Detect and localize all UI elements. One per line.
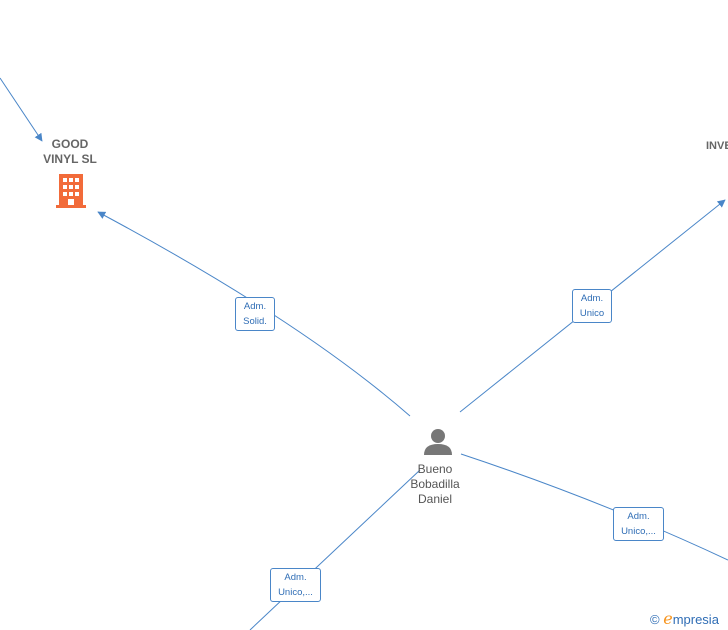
node-label-line: INVE [706,140,728,152]
building-icon[interactable] [56,174,86,208]
edge-label-line: Unico,... [621,526,656,537]
brand-logo-initial: e [663,609,673,628]
node-label-line: Daniel [417,492,453,506]
node-label-line: Bobadilla [410,477,460,491]
person-icon[interactable] [424,429,452,455]
node-label-line: Bueno [417,462,453,476]
node-label-line: VINYL SL [43,152,97,166]
edge-label-adm-unico-bottom[interactable]: Adm. Unico,... [270,568,321,602]
edge-label-line: Unico,... [278,587,313,598]
brand-logo-text: mpresia [672,612,719,627]
empresia-watermark: © empresia [650,609,719,628]
edge-label-line: Adm. [580,293,604,304]
edge-label-adm-unico[interactable]: Adm. Unico [572,289,612,323]
edge-incoming-good-vinyl[interactable] [0,77,43,142]
edge-label-adm-unico-right[interactable]: Adm. Unico,... [613,507,664,541]
edge-person-to-bottom-left[interactable] [249,469,421,630]
edge-person-to-good-vinyl[interactable] [97,211,411,417]
node-label-inve[interactable]: INVE [706,139,728,154]
edge-label-line: Unico [579,308,605,319]
copyright-symbol: © [650,612,660,627]
edge-label-line: Adm. [627,511,650,522]
edge-label-adm-solid[interactable]: Adm. Solid. [235,297,275,331]
node-label-line: GOOD [51,137,89,151]
node-label-person[interactable]: Bueno Bobadilla Daniel [395,462,475,507]
edge-person-to-right-bottom[interactable] [460,453,728,561]
node-label-good-vinyl[interactable]: GOOD VINYL SL [30,137,110,167]
edge-label-line: Solid. [243,316,267,327]
edge-label-line: Adm. [243,301,267,312]
edge-label-line: Adm. [284,572,307,583]
